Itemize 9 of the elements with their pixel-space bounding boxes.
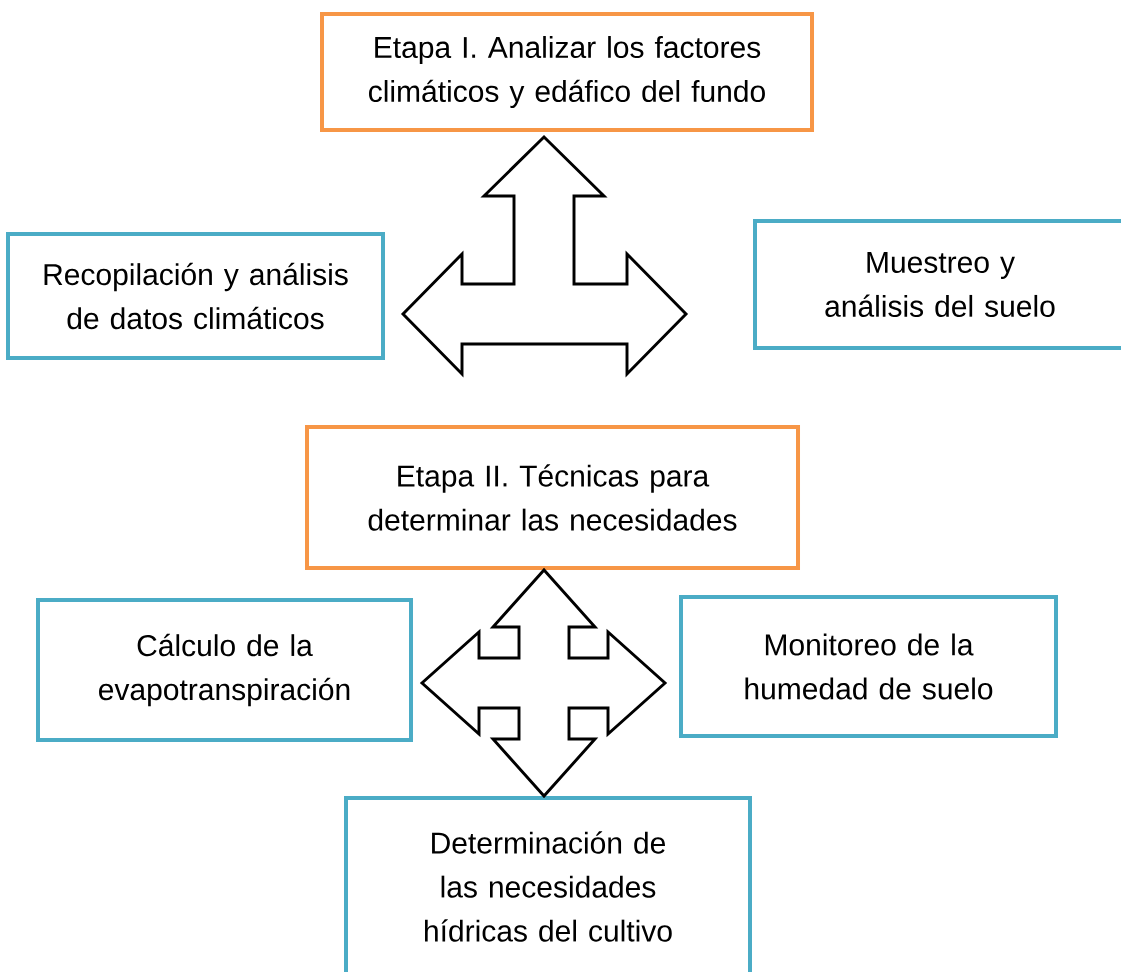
step-box: Monitoreo de la humedad de suelo	[679, 595, 1058, 738]
block-arrow	[400, 134, 689, 378]
step-box: Recopilación y análisis de datos climáticos	[6, 232, 385, 360]
stage-box: Etapa II. Técnicas para determinar las necesidades	[305, 425, 800, 570]
step-box: Determinación de las necesidades hídricas del cultivo	[344, 796, 752, 972]
stage-box: Etapa I. Analizar los factores climáticos y edáfico del fundo	[320, 12, 814, 132]
block-arrow	[419, 567, 668, 799]
step-box: Muestreo y análisis del suelo	[753, 219, 1121, 350]
step-box: Cálculo de la evapotranspiración	[36, 598, 413, 742]
